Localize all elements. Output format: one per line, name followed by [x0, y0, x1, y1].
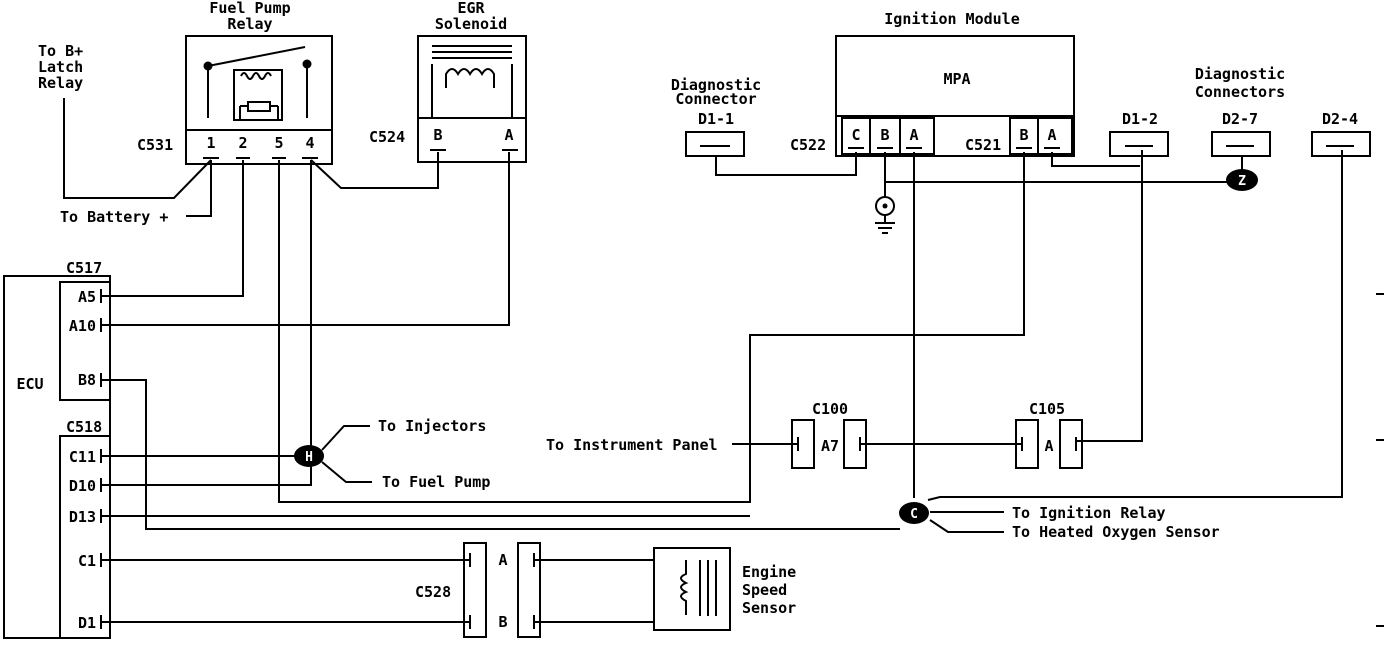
- c528-connector: A B C528: [415, 542, 541, 638]
- egr-title-2: Solenoid: [435, 15, 507, 33]
- ignition-module: Ignition Module MPA C B A C522 B A C521: [790, 10, 1075, 157]
- egr-solenoid: EGR Solenoid B A C524: [369, 0, 527, 163]
- c528-pin-b: B: [498, 613, 507, 631]
- egr-pin-b: B: [433, 126, 442, 144]
- ecu-pin-c1: C1: [78, 552, 96, 570]
- to-ignition-relay-label: To Ignition Relay: [1012, 504, 1166, 522]
- to-b-latch-label-1: To B+: [38, 42, 83, 60]
- c522-pin-a: A: [909, 126, 918, 144]
- ecu-pin-c11: C11: [69, 448, 96, 466]
- to-b-latch-label-2: Latch: [38, 58, 83, 76]
- splice-h-icon: [294, 445, 324, 467]
- fuel-pump-relay-title-1: Fuel Pump: [209, 0, 290, 17]
- c105-connector: C105 A: [1015, 400, 1083, 469]
- d1-2-label: D1-2: [1122, 110, 1158, 128]
- fuel-pump-relay-title-2: Relay: [227, 15, 272, 33]
- c528-label: C528: [415, 583, 451, 601]
- c531-label: C531: [137, 136, 173, 154]
- c517-label: C517: [66, 259, 102, 277]
- c522-pin-c: C: [851, 126, 860, 144]
- diag-connectors-title-2: Connectors: [1195, 83, 1285, 101]
- c528-pin-a: A: [498, 551, 507, 569]
- ecu-pin-b8: B8: [78, 371, 96, 389]
- splice-c-label: C: [910, 507, 918, 522]
- c105-label: C105: [1029, 400, 1065, 418]
- to-b-latch-label-3: Relay: [38, 74, 83, 92]
- c521-pin-a: A: [1047, 126, 1056, 144]
- to-battery-label: To Battery +: [60, 208, 168, 226]
- diag-connectors-title-1: Diagnostic: [1195, 65, 1285, 83]
- relay-pin-4: 4: [305, 134, 314, 152]
- splice-z: Z: [1226, 169, 1258, 191]
- splice-h-label: H: [305, 450, 313, 465]
- sensor-label-1: Engine: [742, 563, 796, 581]
- relay-switch-arm: [207, 46, 306, 67]
- d1-1-label: D1-1: [698, 110, 734, 128]
- c521-pin-b: B: [1019, 126, 1028, 144]
- c100-label: C100: [812, 400, 848, 418]
- splice-z-icon: [1226, 169, 1258, 191]
- c521-label: C521: [965, 136, 1001, 154]
- diagnostic-connector-d1-1: Diagnostic Connector D1-1: [671, 76, 761, 157]
- splice-c-icon: [899, 502, 929, 524]
- diagnostic-connectors: Diagnostic Connectors D1-2 D2-7 D2-4: [1109, 65, 1371, 157]
- to-injectors-label: To Injectors: [378, 417, 486, 435]
- c100-connector: C100 A7: [791, 400, 867, 469]
- ignition-module-title: Ignition Module: [884, 10, 1019, 28]
- engine-speed-sensor-body: [653, 547, 731, 631]
- ground-icon: [875, 196, 895, 234]
- diag-connector-title-1: Diagnostic: [671, 76, 761, 94]
- ecu: ECU C517 C518 A5 A10 B8 C11 D10 D13 C1 D…: [3, 259, 111, 639]
- splice-z-label: Z: [1238, 174, 1246, 189]
- egr-coil-icon: [445, 68, 495, 88]
- ecu-pin-a5: A5: [78, 288, 96, 306]
- relay-pin-1: 1: [206, 134, 215, 152]
- egr-pin-a: A: [504, 126, 513, 144]
- splice-h: H: [294, 445, 324, 467]
- mpa-label: MPA: [943, 70, 970, 88]
- sensor-coil-icon: [680, 560, 689, 615]
- ecu-pin-d13: D13: [69, 508, 96, 526]
- relay-pin-5: 5: [274, 134, 283, 152]
- c105-pin-a: A: [1044, 437, 1053, 455]
- wires: [63, 98, 1343, 623]
- fuel-pump-relay: Fuel Pump Relay 1 2 5 4 C531: [137, 0, 333, 165]
- c100-pin-a7: A7: [821, 437, 839, 455]
- edge-ticks: [1376, 293, 1384, 627]
- d2-4-label: D2-4: [1322, 110, 1358, 128]
- sensor-label-2: Speed: [742, 581, 787, 599]
- c524-label: C524: [369, 128, 405, 146]
- d2-7-label: D2-7: [1222, 110, 1258, 128]
- sensor-label-3: Sensor: [742, 599, 796, 617]
- to-fuel-pump-label: To Fuel Pump: [382, 473, 490, 491]
- to-heated-oxygen-sensor-label: To Heated Oxygen Sensor: [1012, 523, 1220, 541]
- relay-coil-icon: [233, 69, 283, 121]
- egr-title-1: EGR: [457, 0, 485, 17]
- to-instrument-panel-label: To Instrument Panel: [546, 436, 718, 454]
- ecu-label: ECU: [16, 375, 43, 393]
- relay-pin-2: 2: [238, 134, 247, 152]
- c518-label: C518: [66, 418, 102, 436]
- diag-connector-title-2: Connector: [675, 90, 756, 108]
- splice-c: C: [899, 502, 929, 524]
- c522-pin-b: B: [880, 126, 889, 144]
- ecu-pin-d1: D1: [78, 614, 96, 632]
- engine-speed-sensor: Engine Speed Sensor: [653, 547, 796, 631]
- ecu-pin-d10: D10: [69, 477, 96, 495]
- c522-label: C522: [790, 136, 826, 154]
- ecu-pin-a10: A10: [69, 317, 96, 335]
